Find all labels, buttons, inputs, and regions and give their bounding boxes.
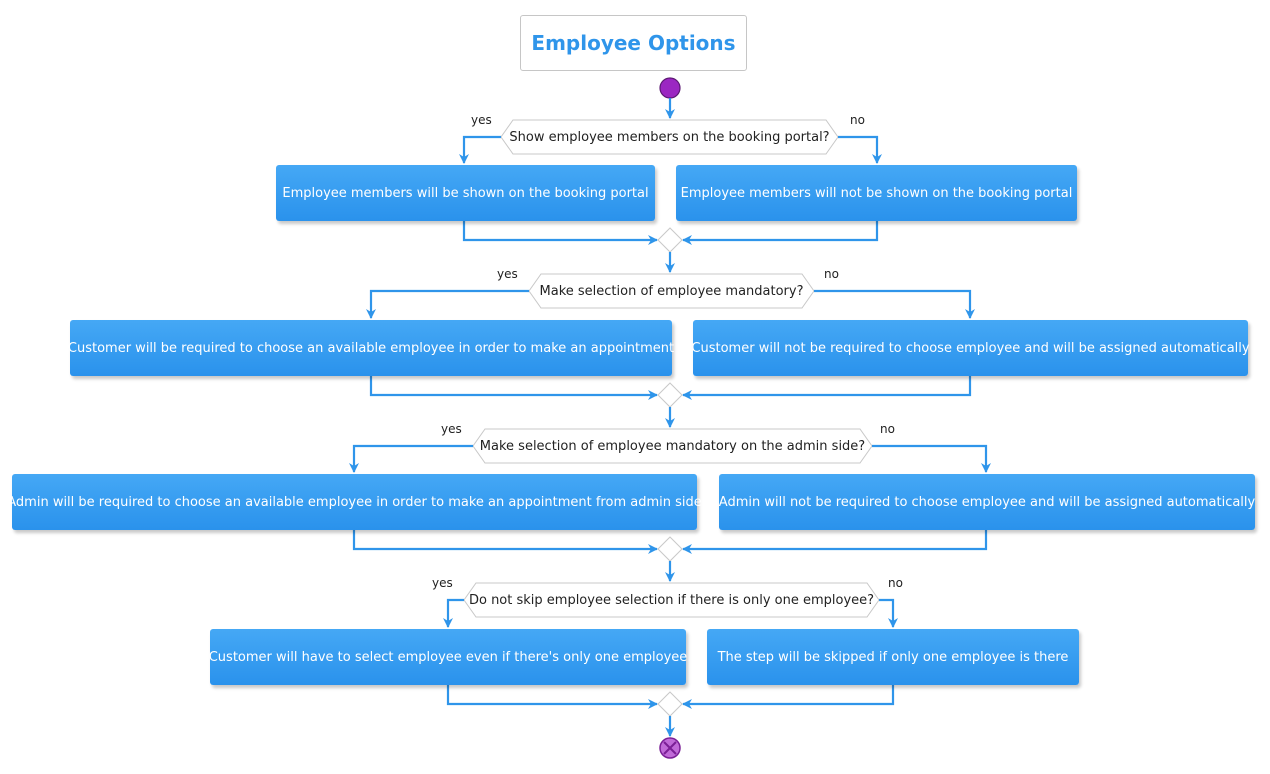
- merge-node: [657, 691, 683, 717]
- start-node: [659, 77, 681, 99]
- flow-arrow: [349, 444, 473, 473]
- flow-arrow: [443, 598, 464, 628]
- yes-branch-label: yes: [441, 422, 462, 436]
- flow-arrow: [838, 135, 882, 164]
- no-branch-label: no: [880, 422, 895, 436]
- yes-action: Customer will be required to choose an a…: [68, 320, 674, 376]
- yes-branch-label: yes: [432, 576, 453, 590]
- no-action: The step will be skipped if only one emp…: [707, 629, 1079, 685]
- diagram-title: Employee Options: [520, 15, 747, 71]
- yes-action: Admin will be required to choose an avai…: [7, 474, 702, 530]
- yes-action: Customer will have to select employee ev…: [209, 629, 687, 685]
- flow-arrow: [462, 221, 658, 245]
- no-branch-label: no: [888, 576, 903, 590]
- flow-arrow: [446, 685, 658, 709]
- merge-node: [657, 227, 683, 253]
- flow-arrow: [682, 376, 972, 400]
- flow-arrow: [352, 530, 658, 554]
- end-node: [659, 737, 681, 759]
- flow-arrow: [879, 598, 898, 628]
- flow-arrow: [814, 289, 975, 319]
- merge-node: [657, 536, 683, 562]
- decision-question: Make selection of employee mandatory on …: [479, 438, 866, 454]
- no-branch-label: no: [824, 267, 839, 281]
- decision-question: Do not skip employee selection if there …: [468, 592, 875, 608]
- no-action: Employee members will not be shown on th…: [676, 165, 1077, 221]
- yes-action: Employee members will be shown on the bo…: [276, 165, 655, 221]
- decision-question: Make selection of employee mandatory?: [539, 283, 804, 299]
- decision-question: Show employee members on the booking por…: [509, 129, 830, 145]
- yes-branch-label: yes: [471, 113, 492, 127]
- flow-arrow: [366, 289, 529, 319]
- no-action: Admin will not be required to choose emp…: [719, 474, 1255, 530]
- flow-arrow: [872, 444, 991, 473]
- flow-arrow: [682, 221, 879, 245]
- flow-arrow: [459, 135, 501, 164]
- merge-node: [657, 382, 683, 408]
- flow-arrow: [682, 530, 988, 554]
- flow-arrow: [682, 685, 895, 709]
- no-action: Customer will not be required to choose …: [691, 320, 1250, 376]
- flow-arrow: [369, 376, 658, 400]
- yes-branch-label: yes: [497, 267, 518, 281]
- no-branch-label: no: [850, 113, 865, 127]
